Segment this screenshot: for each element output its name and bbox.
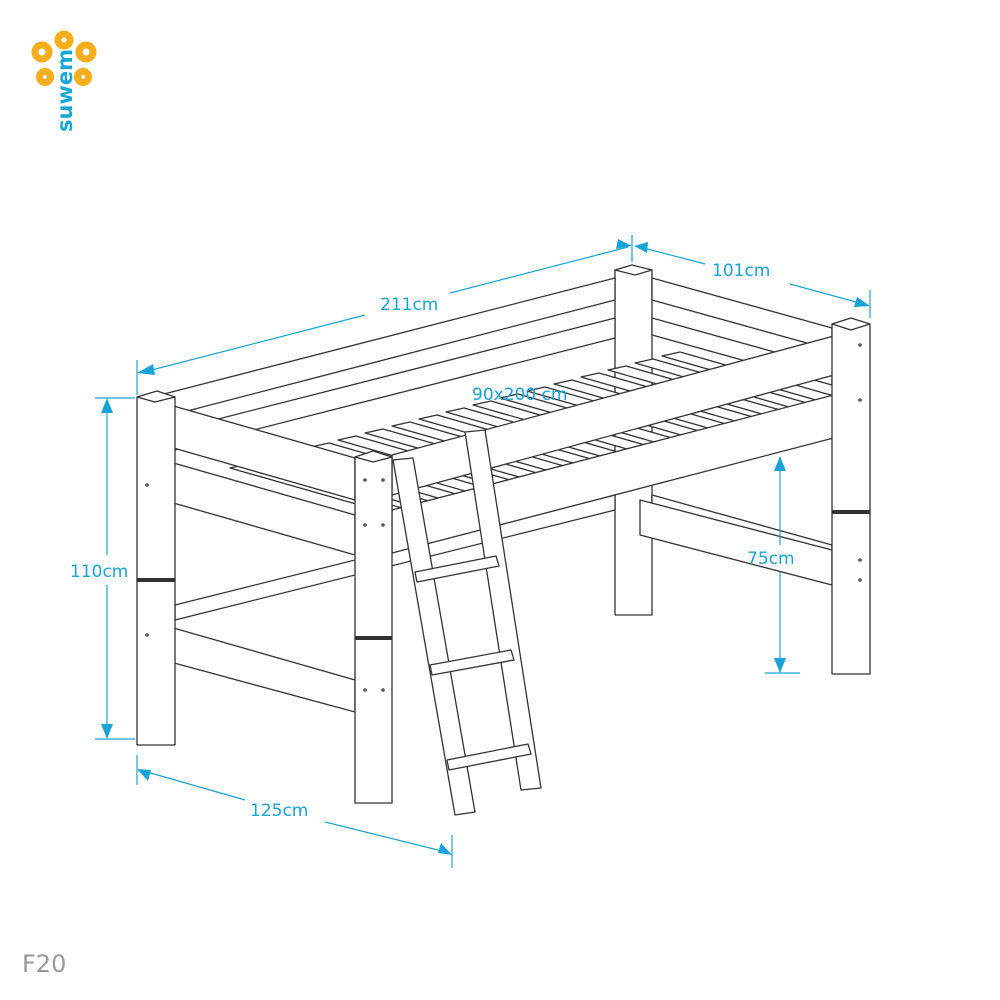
mattress-size-label: 90x200 cm [472,385,567,405]
front-left-leg [136,390,176,746]
brand-logo: suwem [31,30,97,132]
width-label: 101cm [712,261,770,281]
front-right-leg [831,317,871,675]
under-bed-height-label: 75cm [747,549,795,569]
dimension-lines [95,235,871,868]
dimension-labels: 211cm 101cm 90x200 cm 110cm 75cm 125cm [70,261,795,821]
total-width-label: 125cm [250,801,308,821]
model-code: F20 [22,950,67,978]
height-label: 110cm [70,562,128,582]
brand-name: suwem [53,49,77,132]
back-long-rails [159,277,616,621]
front-middle-leg [354,450,393,804]
near-short-rails [162,402,356,713]
ladder [392,429,542,816]
length-label: 211cm [380,295,438,315]
